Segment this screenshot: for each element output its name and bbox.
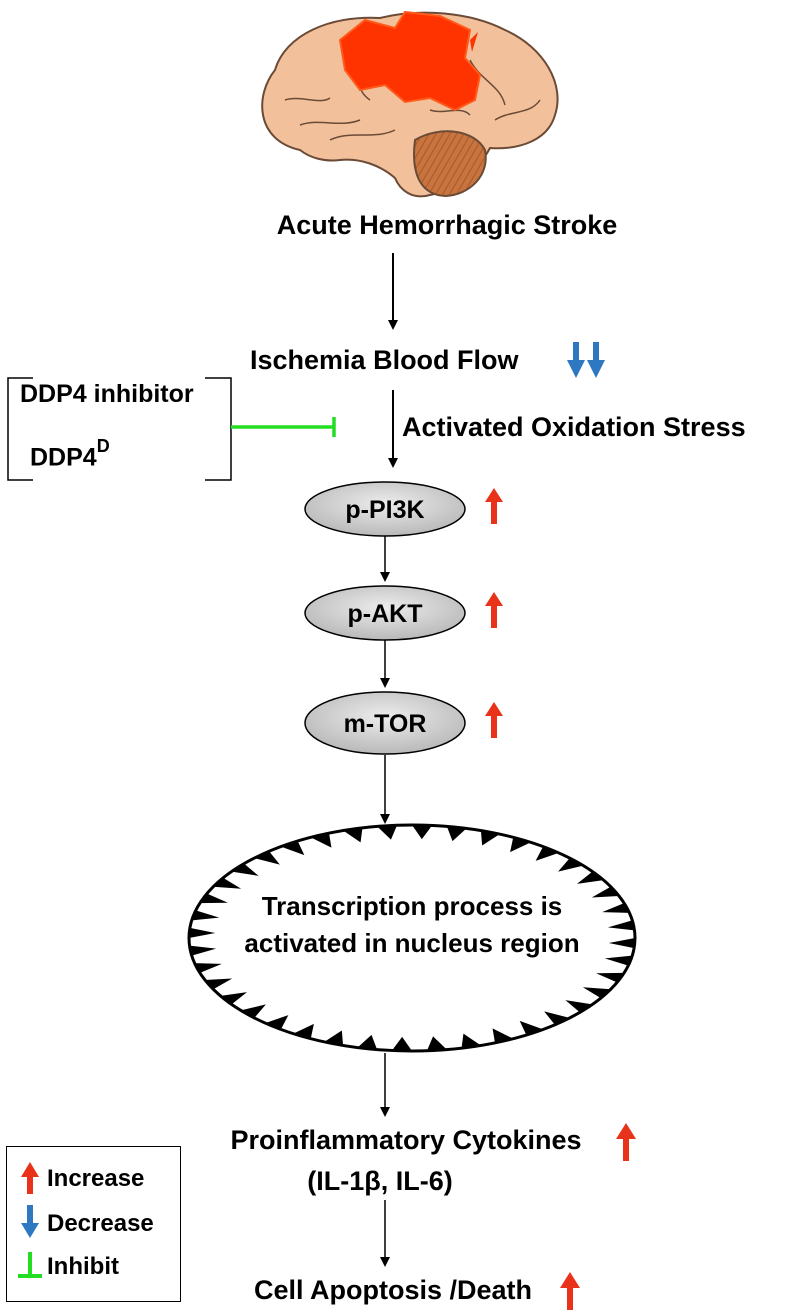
nucleus-spike [576,871,604,884]
pi3k-increase-icon [485,488,503,524]
inhibitor-label: DDP4 inhibitor [20,380,194,408]
nucleus-spike [565,1000,593,1013]
inhibitor-bracket-right [205,377,232,481]
nucleus-spike [189,945,217,956]
nucleus-spike [426,1036,447,1051]
nucleus-spike [265,1015,289,1030]
nucleus-spike [357,1034,378,1050]
nucleus-spike [604,955,633,966]
pi3k-label: p-PI3K [345,496,424,524]
ischemia-label: Ischemia Blood Flow [250,345,519,375]
nucleus-spike [310,833,332,848]
cytokines-increase-icon [616,1123,636,1161]
nucleus-spike [582,987,611,999]
nucleus-spike [492,1028,514,1043]
nucleus-spike [194,963,222,973]
increase-arrows [485,488,636,1310]
nucleus-spike [519,1020,544,1036]
nucleus-spike [535,846,559,861]
nucleus [187,823,637,1053]
akt-increase-icon [485,592,503,628]
nucleus-spike [205,978,233,990]
nucleus-spike [558,858,584,872]
legend-inhibit-icon [18,1252,42,1278]
nucleus-spike [240,1004,266,1018]
mtor-increase-icon [485,702,503,738]
stroke-title: Acute Hemorrhagic Stroke [276,210,618,240]
nucleus-spike [461,1033,481,1049]
nucleus-spike [377,825,398,840]
apoptosis-increase-icon [560,1272,580,1310]
nucleus-line-2: activated in nucleus region [244,928,580,958]
nucleus-spike [391,1036,412,1051]
ddp4-superscript: D [96,436,110,456]
cytokines-sub-label: (IL-1β, IL-6) [307,1166,453,1196]
nucleus-spike [608,938,635,949]
cerebellum [413,130,487,198]
mtor-label: m-TOR [344,710,427,738]
nucleus-spike [254,851,280,865]
node-pi3k [304,481,466,537]
legend-increase-icon [21,1162,39,1194]
nucleus-spike [191,910,220,921]
legend-decrease-icon [21,1205,39,1238]
legend-increase-label: Increase [47,1165,145,1192]
apoptosis-label: Cell Apoptosis /Death [253,1275,533,1305]
ddp4-label: DDP4D [30,436,110,472]
nucleus-spike [596,972,625,983]
cytokines-label: Proinflammatory Cytokines [230,1125,582,1155]
node-mtor [304,691,466,755]
nucleus-line-1: Transcription process is [261,891,563,921]
nucleus-spike [510,837,531,853]
nucleus-spike [293,1023,314,1039]
nucleus-spike [213,877,242,889]
nucleus-spike [446,826,467,842]
nucleus-spike [324,1030,344,1046]
legend [6,1146,181,1302]
nucleus-spike [189,927,216,938]
nucleus-spike [412,825,433,840]
brain-illustration [261,10,559,198]
legend-inhibit-label: Inhibit [47,1253,119,1280]
nucleus-spike [343,827,363,843]
nucleus-spike [220,992,248,1005]
lesion-area [338,10,482,112]
node-akt [304,585,466,641]
nucleus-spike [544,1011,570,1025]
nucleus-spike [199,893,228,904]
nucleus-spike [607,920,635,931]
nucleus-spike [480,830,500,846]
akt-label: p-AKT [348,600,423,628]
inhibitor-bracket-left [7,377,33,481]
nucleus-spike [602,903,630,913]
nucleus-spike [231,863,259,876]
oxidation-label: Activated Oxidation Stress [402,412,746,442]
legend-decrease-label: Decrease [47,1210,154,1237]
ischemia-decrease-icons [567,342,605,378]
nucleus-spike [591,886,619,898]
nucleus-spike [280,840,305,856]
